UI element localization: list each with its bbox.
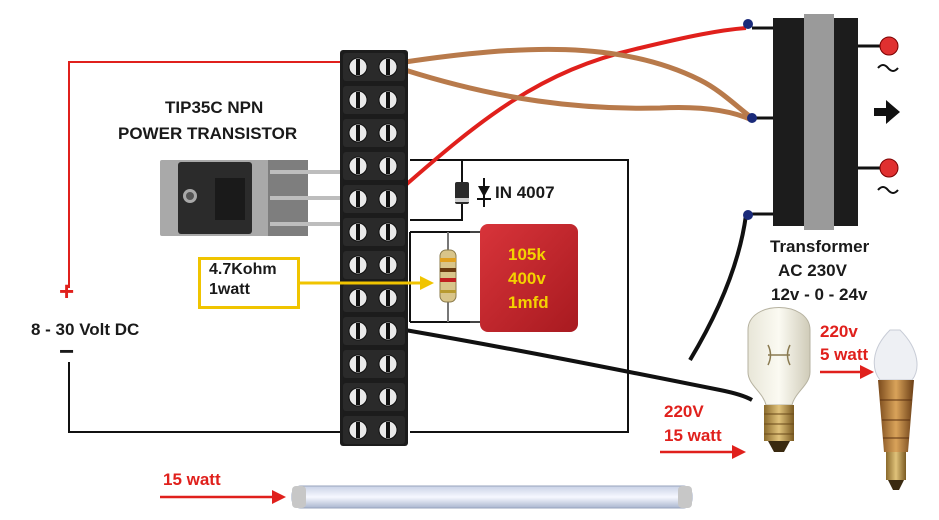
terminal-cell xyxy=(343,350,405,378)
bulb-15w xyxy=(747,307,811,452)
terminal-cell xyxy=(343,119,405,147)
transformer xyxy=(743,14,900,230)
terminal-cell xyxy=(343,284,405,312)
resistor-callout-box: 4.7Kohm 1watt xyxy=(198,257,300,309)
transistor-label-line1: TIP35C NPN xyxy=(165,98,264,117)
terminal-cell xyxy=(343,317,405,345)
terminal-cell xyxy=(343,152,405,180)
transformer-label-line2: AC 230V xyxy=(778,261,847,280)
power-minus-sign: − xyxy=(59,336,75,366)
resistor-4k7 xyxy=(439,232,457,322)
terminal-strip xyxy=(340,50,408,446)
terminal-cell xyxy=(343,251,405,279)
brown-wires xyxy=(402,46,755,123)
led-bulb-5w xyxy=(873,329,918,490)
power-label: 8 - 30 Volt DC xyxy=(31,320,140,339)
diode-label: IN 4007 xyxy=(495,183,555,202)
terminal-cell xyxy=(343,383,405,411)
capacitor-105k xyxy=(470,224,578,332)
transistor-tip35c xyxy=(160,160,340,236)
resistor-label-line1: 4.7Kohm xyxy=(209,261,277,278)
black-wires xyxy=(68,159,629,433)
red-wires xyxy=(68,26,747,288)
terminal-cell xyxy=(343,185,405,213)
transformer-label-line3: 12v - 0 - 24v xyxy=(771,285,868,304)
bulb-label-line1: 220V xyxy=(664,402,704,421)
led-bulb-label-line1: 220v xyxy=(820,322,858,341)
wire-positive xyxy=(68,61,340,288)
terminal-cell xyxy=(343,416,405,444)
bulb-label-line2: 15 watt xyxy=(664,426,722,445)
wire-to-bulb xyxy=(404,214,753,402)
wire-right-frame xyxy=(410,159,629,433)
callout-arrow xyxy=(300,276,434,290)
terminal-cell xyxy=(343,86,405,114)
red-arrows xyxy=(160,365,874,504)
wire-red-to-transformer xyxy=(398,26,747,192)
wire-brown-2 xyxy=(402,67,755,123)
capacitor-label-line3: 1mfd xyxy=(508,293,549,312)
power-plus-sign: + xyxy=(59,276,75,306)
terminal-cell xyxy=(343,53,405,81)
transformer-label-line1: Transformer xyxy=(770,237,870,256)
capacitor-label-line2: 400v xyxy=(508,269,546,288)
transistor-label-line2: POWER TRANSISTOR xyxy=(118,124,298,143)
led-bulb-label-line2: 5 watt xyxy=(820,345,869,364)
wire-diode-branch xyxy=(410,160,463,221)
wire-negative xyxy=(68,362,340,433)
fluorescent-tube xyxy=(291,485,693,509)
resistor-label-line2: 1watt xyxy=(209,281,250,298)
diode-1n4007 xyxy=(455,178,491,207)
capacitor-label-line1: 105k xyxy=(508,245,546,264)
wire-brown-1 xyxy=(402,46,755,121)
terminal-cell xyxy=(343,218,405,246)
tube-label: 15 watt xyxy=(163,470,221,489)
